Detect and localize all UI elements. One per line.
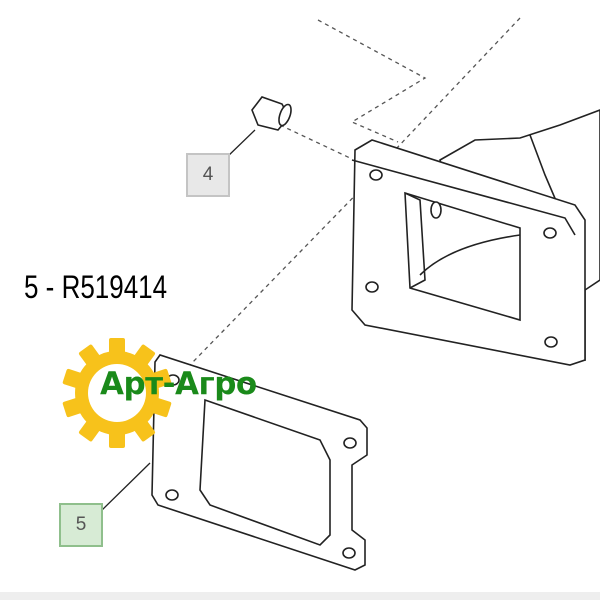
manifold-part [351, 109, 600, 366]
dashed-guide-line [317, 19, 427, 143]
leader-line-4 [225, 129, 256, 159]
logo-gear-icon [62, 338, 172, 448]
leader-line-5 [99, 462, 151, 513]
gasket-part [151, 354, 368, 571]
dashed-guide-line [189, 174, 376, 366]
callout-5: 5 [59, 503, 103, 547]
dashed-guide-line [279, 124, 351, 159]
bushing-part [251, 96, 292, 131]
part-number-label: 5 - R519414 [24, 268, 168, 306]
logo-text: Арт-Агро [100, 366, 257, 402]
bottom-bar [0, 592, 600, 600]
callout-4: 4 [186, 153, 230, 197]
dashed-guide-line [394, 17, 521, 151]
